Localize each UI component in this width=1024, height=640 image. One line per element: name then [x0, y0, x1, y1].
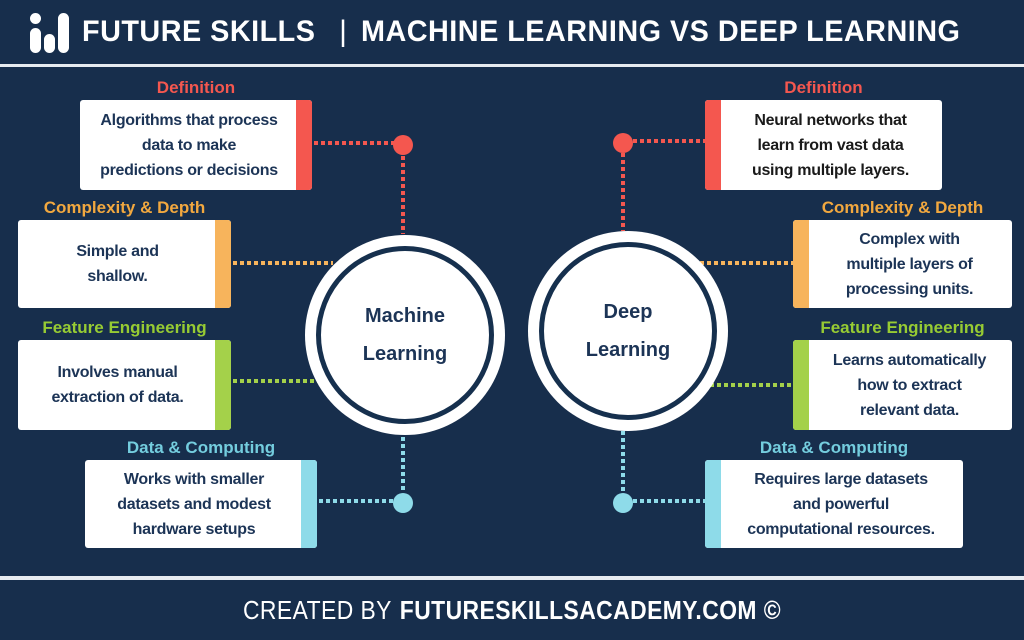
- deep-learning-ring: Deep Learning: [539, 242, 717, 420]
- footer-prefix: CREATED BY: [242, 594, 392, 625]
- card-text: Neural networks that learn from vast dat…: [751, 111, 909, 179]
- brand-name: FUTURE SKILLS: [82, 15, 316, 48]
- header-separator: |: [339, 15, 347, 48]
- connector-line-definition-left-drop: [401, 156, 405, 234]
- machine-learning-circle: Machine Learning: [305, 235, 505, 435]
- card-complexity-right: Complex with multiple layers of processi…: [793, 220, 1012, 308]
- header-divider: [0, 64, 1024, 67]
- connector-line-feature-right: [710, 383, 793, 387]
- category-title-data-left: Data & Computing: [126, 438, 276, 457]
- card-text: Simple and shallow.: [76, 243, 159, 285]
- category-title-complexity-right: Complexity & Depth: [821, 198, 984, 217]
- card-text: Learns automatically how to extract rele…: [832, 351, 987, 419]
- card-feature-right: Learns automatically how to extract rele…: [793, 340, 1012, 430]
- category-title-complexity-left: Complexity & Depth: [43, 198, 206, 217]
- card-accent-strip: [215, 340, 231, 430]
- connector-line-definition-right: [633, 139, 705, 143]
- connector-dot-data-right: [613, 493, 633, 513]
- card-data-right: Requires large datasets and powerful com…: [705, 460, 963, 548]
- footer-divider: [0, 576, 1024, 580]
- card-text: Algorithms that process data to make pre…: [100, 111, 278, 179]
- machine-learning-label: Machine Learning: [362, 305, 448, 365]
- card-text: Works with smaller datasets and modest h…: [117, 470, 271, 538]
- card-text: Involves manual extraction of data.: [51, 364, 184, 406]
- card-accent-strip: [705, 100, 721, 190]
- bar-chart-logo-icon: [30, 13, 69, 53]
- card-definition-left: Algorithms that process data to make pre…: [80, 100, 312, 190]
- footer: CREATED BY FUTURESKILLSACADEMY.COM ©: [61, 580, 962, 640]
- card-accent-strip: [793, 340, 809, 430]
- connector-line-complexity-left: [233, 261, 333, 265]
- card-accent-strip: [215, 220, 231, 308]
- connector-dot-data-left: [393, 493, 413, 513]
- card-text: Requires large datasets and powerful com…: [747, 470, 935, 538]
- deep-learning-label: Deep Learning: [585, 301, 671, 361]
- card-text: Complex with multiple layers of processi…: [845, 230, 974, 298]
- category-title-definition-right: Definition: [784, 78, 863, 97]
- card-data-left: Works with smaller datasets and modest h…: [85, 460, 317, 548]
- card-accent-strip: [793, 220, 809, 308]
- connector-dot-definition-right: [613, 133, 633, 153]
- page-title: MACHINE LEARNING VS DEEP LEARNING: [360, 15, 961, 48]
- connector-line-definition-right-drop: [621, 153, 625, 231]
- machine-learning-ring: Machine Learning: [316, 246, 494, 424]
- card-definition-right: Neural networks that learn from vast dat…: [705, 100, 942, 190]
- card-complexity-left: Simple and shallow.: [18, 220, 231, 308]
- category-title-feature-right: Feature Engineering: [820, 318, 985, 337]
- category-title-definition-left: Definition: [156, 78, 236, 97]
- card-accent-strip: [301, 460, 317, 548]
- connector-line-complexity-right: [700, 261, 793, 265]
- header: FUTURE SKILLS | MACHINE LEARNING VS DEEP…: [0, 0, 1024, 64]
- category-title-feature-left: Feature Engineering: [42, 318, 207, 337]
- connector-line-feature-left: [233, 379, 319, 383]
- deep-learning-circle: Deep Learning: [528, 231, 728, 431]
- card-accent-strip: [705, 460, 721, 548]
- connector-line-definition-left: [314, 141, 394, 145]
- connector-line-data-left-rise: [401, 437, 405, 493]
- connector-line-data-right-rise: [621, 431, 625, 493]
- footer-brand: FUTURESKILLSACADEMY.COM ©: [399, 594, 782, 625]
- category-title-data-right: Data & Computing: [759, 438, 909, 457]
- connector-dot-definition-left: [393, 135, 413, 155]
- card-feature-left: Involves manual extraction of data.: [18, 340, 231, 430]
- connector-line-data-left: [319, 499, 393, 503]
- card-accent-strip: [296, 100, 312, 190]
- connector-line-data-right: [633, 499, 705, 503]
